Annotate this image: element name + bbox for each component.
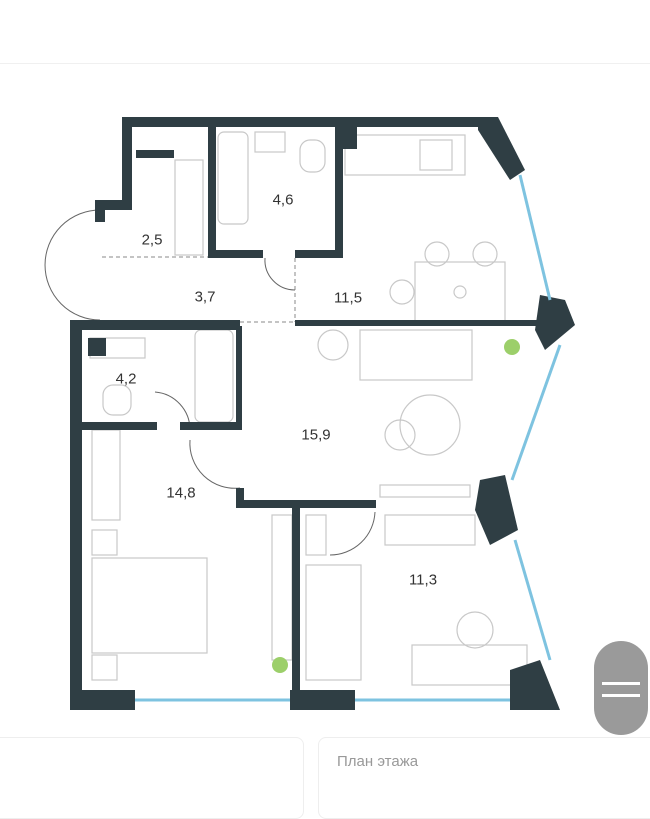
room-area-kitchen: 11,5 [333,289,363,307]
furniture [89,131,528,686]
room-area-bedroom-2: 11,3 [408,571,438,589]
room-area-hall: 3,7 [194,288,216,306]
doors [44,209,376,556]
room-area-storage: 2,5 [141,231,163,249]
drag-handle-icon [602,694,640,697]
room-area-bathroom-2: 4,2 [115,370,137,388]
drag-handle-button[interactable] [594,641,648,735]
room-area-living-room: 15,9 [301,426,331,444]
room-area-bedroom-1: 14,8 [166,484,196,502]
walls [70,117,575,710]
header [0,0,650,64]
floor-plan-card[interactable]: План этажа [318,737,650,819]
windows [135,174,562,702]
info-card[interactable] [0,737,304,819]
floor-plan-label: План этажа [337,753,419,770]
room-area-bathroom-1: 4,6 [272,191,294,209]
drag-handle-icon [602,682,640,685]
floor-plan [44,117,575,710]
plant-icon [272,339,520,673]
